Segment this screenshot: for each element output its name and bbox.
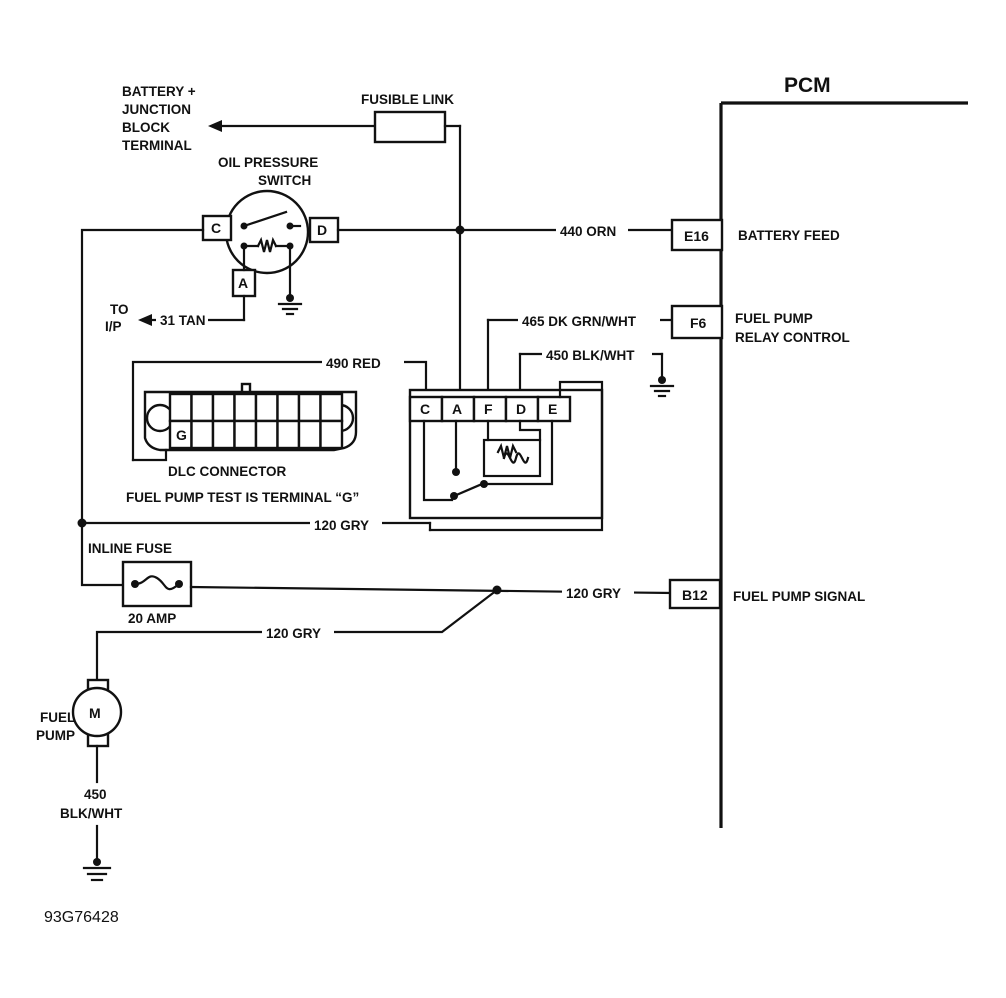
pcm-terminal-f6: F6 FUEL PUMP RELAY CONTROL [670, 304, 850, 345]
fuel-pump-label: FUEL [40, 710, 75, 725]
svg-text:C: C [211, 220, 221, 236]
motor-symbol: M [89, 705, 101, 721]
ground-symbol-icon [277, 294, 303, 316]
svg-text:FUEL PUMP SIGNAL: FUEL PUMP SIGNAL [733, 589, 865, 604]
wire-120-gry-signal: 120 GRY [189, 584, 674, 601]
dlc-pin-cell [190, 419, 215, 450]
inline-fuse-label: INLINE FUSE [88, 541, 172, 556]
wire-31-tan: 31 TAN TO I/P [105, 294, 246, 334]
dlc-pin-cell [211, 392, 236, 423]
svg-text:BATTERY FEED: BATTERY FEED [738, 228, 840, 243]
dlc-pin-cell [211, 419, 236, 450]
to-ip-label: TO [110, 302, 129, 317]
battery-arrow-icon [208, 120, 377, 132]
svg-text:120 GRY: 120 GRY [314, 518, 369, 533]
dlc-pin-cell [319, 419, 344, 450]
svg-text:I/P: I/P [105, 319, 122, 334]
dlc-pin-cell [233, 419, 258, 450]
relay-pin-label: E [548, 401, 557, 417]
dlc-pin-cell [276, 392, 301, 423]
svg-text:PUMP: PUMP [36, 728, 75, 743]
dlc-pin-cell [276, 419, 301, 450]
fuel-pump-motor: M FUEL PUMP 450 BLK/WHT [36, 678, 123, 864]
svg-text:B12: B12 [682, 587, 708, 603]
figure-code: 93G76428 [44, 909, 119, 926]
svg-text:RELAY CONTROL: RELAY CONTROL [735, 330, 850, 345]
pcm-terminal-b12: B12 FUEL PUMP SIGNAL [668, 578, 865, 610]
svg-text:465 DK GRN/WHT: 465 DK GRN/WHT [522, 314, 637, 329]
dlc-pin-cell [233, 392, 258, 423]
fusible-link-label: FUSIBLE LINK [361, 92, 454, 107]
svg-text:120 GRY: 120 GRY [266, 626, 321, 641]
dlc-pin-cell [168, 392, 193, 423]
svg-text:E16: E16 [684, 228, 709, 244]
svg-text:450: 450 [84, 787, 107, 802]
ground-symbol-icon [82, 858, 112, 882]
wire-490-red: 490 RED [131, 354, 428, 462]
oil-switch-pin-c [201, 214, 233, 242]
fusible-link: FUSIBLE LINK [361, 92, 462, 399]
ground-symbol-icon [649, 376, 675, 398]
pcm-block: PCM [719, 74, 968, 828]
dlc-pin-cell [297, 392, 322, 423]
svg-text:OIL PRESSURE: OIL PRESSURE [218, 155, 318, 170]
fuse-rating: 20 AMP [128, 611, 176, 626]
dlc-pin-grid [168, 392, 344, 450]
fuel-pump-test-note: FUEL PUMP TEST IS TERMINAL “G” [126, 490, 359, 505]
relay-pin-label: D [516, 401, 526, 417]
svg-text:JUNCTION: JUNCTION [122, 102, 191, 117]
svg-text:D: D [317, 222, 327, 238]
oil-pressure-switch: OIL PRESSURE SWITCH C D A [201, 155, 340, 300]
svg-text:120 GRY: 120 GRY [566, 586, 621, 601]
wire-120-gry-pump: 120 GRY [95, 588, 499, 682]
wire-120-gry-loop: 120 GRY [77, 228, 432, 587]
wire-450-blk-wht-relay: 450 BLK/WHT [518, 346, 664, 399]
battery-junction-label: BATTERY + JUNCTION BLOCK TERMINAL [122, 84, 196, 153]
pcm-label: PCM [784, 74, 831, 97]
dlc-connector: G DLC CONNECTOR FUEL PUMP TEST IS TERMIN… [126, 382, 359, 505]
dlc-pin-cell [297, 419, 322, 450]
svg-text:490 RED: 490 RED [326, 356, 381, 371]
svg-text:450 BLK/WHT: 450 BLK/WHT [546, 348, 635, 363]
dlc-pin-cell [254, 392, 279, 423]
dlc-pin-cell [254, 419, 279, 450]
inline-fuse: INLINE FUSE 20 AMP [88, 541, 193, 626]
svg-text:A: A [238, 275, 248, 291]
relay-pin-label: F [484, 401, 493, 417]
wire-465-dk-grn-wht: 465 DK GRN/WHT [486, 312, 674, 399]
svg-text:TERMINAL: TERMINAL [122, 138, 192, 153]
relay-pin-e [536, 395, 572, 423]
svg-text:440 ORN: 440 ORN [560, 224, 616, 239]
dlc-pin-cell [319, 392, 344, 423]
dlc-connector-label: DLC CONNECTOR [168, 464, 287, 479]
svg-text:BLK/WHT: BLK/WHT [60, 806, 123, 821]
dlc-pin-g: G [176, 427, 187, 443]
dlc-pin-cell [190, 392, 215, 423]
svg-text:BLOCK: BLOCK [122, 120, 170, 135]
svg-text:31 TAN: 31 TAN [160, 313, 206, 328]
wire-440-orn: 440 ORN [336, 222, 674, 239]
svg-text:F6: F6 [690, 315, 707, 331]
relay-pin-label: C [420, 401, 430, 417]
svg-text:BATTERY +: BATTERY + [122, 84, 196, 99]
svg-text:FUEL PUMP: FUEL PUMP [735, 311, 813, 326]
svg-text:SWITCH: SWITCH [258, 173, 311, 188]
pcm-terminal-e16: E16 BATTERY FEED [670, 218, 840, 252]
relay-pin-label: A [452, 401, 462, 417]
